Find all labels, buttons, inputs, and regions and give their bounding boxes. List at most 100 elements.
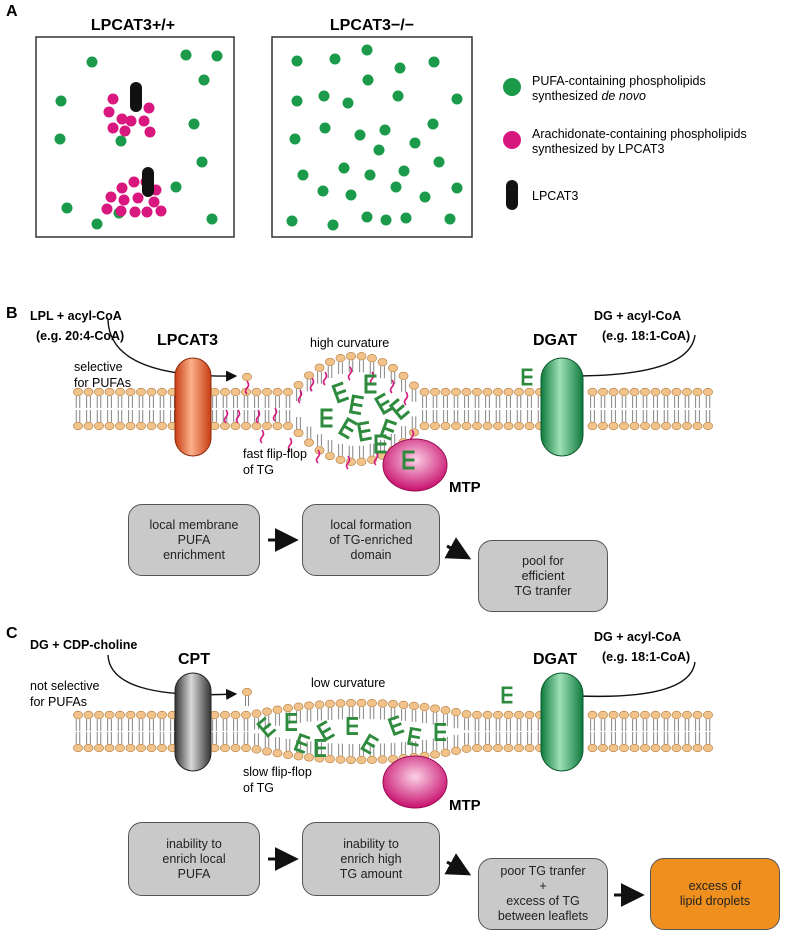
lipid-head — [472, 743, 482, 753]
lipid-head — [125, 421, 136, 431]
lipid-tail — [705, 396, 711, 408]
panel-a-dots — [54, 44, 463, 231]
lipid-tail — [506, 732, 511, 744]
lipid-head — [608, 387, 619, 397]
lipid-tail — [380, 743, 385, 756]
lipid-head — [482, 421, 493, 431]
b-right-enzyme: DGAT — [533, 332, 577, 349]
lipid-head — [146, 743, 157, 753]
legend-pufa-line2-italic: de novo — [601, 89, 646, 103]
pufa-dot — [291, 95, 303, 107]
lipid-head — [157, 743, 167, 753]
tg-molecule-shape — [256, 716, 277, 738]
lipid-tail — [401, 742, 406, 755]
lipid-head — [608, 743, 619, 753]
membrane-c — [73, 654, 713, 809]
lipid-head — [430, 387, 440, 397]
arachidonate-dot — [118, 194, 130, 206]
tg-molecule-shape — [320, 408, 333, 428]
lipid-tail — [464, 410, 469, 422]
lipid-tail — [401, 708, 406, 721]
c-left-note-1: not selective — [30, 679, 100, 693]
lipid-head — [598, 710, 608, 720]
lipid-tail — [453, 410, 459, 422]
lipid-tail — [516, 732, 522, 744]
lipid-tail — [621, 719, 627, 731]
tg-molecule — [348, 394, 364, 416]
lipid-head — [94, 743, 104, 753]
lipid-tail — [632, 396, 637, 408]
lipid-head — [230, 387, 241, 397]
lipid-head — [115, 743, 125, 753]
lipid-tail — [632, 719, 637, 731]
lipid-head — [692, 710, 703, 720]
lipid-tail — [411, 416, 417, 429]
panel-a-label: A — [6, 3, 18, 20]
lipid-tail — [485, 732, 490, 744]
lipid-tail — [348, 445, 354, 458]
lipid-head — [398, 700, 409, 709]
lipid-head — [650, 387, 661, 397]
lipid-tail — [138, 396, 144, 408]
pufa-dot — [394, 62, 406, 74]
tg-molecule — [374, 434, 387, 454]
lipid-tail — [527, 732, 532, 744]
lipid-tail — [170, 732, 175, 744]
legend-pufa-line2-plain: synthesized — [532, 89, 601, 103]
lipid-head — [671, 421, 682, 431]
lipid-tail — [684, 410, 690, 422]
b-mtp-label: MTP — [449, 479, 481, 496]
lipid-tail — [632, 732, 637, 744]
pufa-dot — [61, 202, 73, 214]
lipid-tail — [674, 719, 679, 731]
lipid-tail — [138, 410, 144, 422]
lipid-head — [650, 743, 661, 753]
arachidonate-dot — [105, 191, 117, 203]
pufa-dot — [427, 118, 439, 130]
tg-molecule — [373, 392, 394, 415]
lipid-head — [157, 710, 167, 720]
lipid-tail — [600, 732, 606, 744]
lipid-head — [703, 387, 713, 397]
pufa-tail — [287, 437, 293, 452]
lpcat3-enzyme — [174, 357, 212, 457]
lipid-head — [451, 746, 461, 755]
lipid-head — [241, 710, 251, 720]
lipid-head — [682, 710, 692, 720]
lipid-head — [608, 421, 619, 431]
c-flip-1: slow flip-flop — [243, 765, 312, 779]
lipid-tail — [369, 443, 375, 456]
lipid-head — [367, 699, 377, 708]
arachidonate-dot — [125, 115, 137, 127]
lipid-head — [587, 710, 598, 720]
lipid-head — [104, 710, 115, 720]
pufa-tail — [244, 380, 250, 395]
lipid-tail — [411, 709, 417, 722]
lipid-tail — [453, 734, 459, 747]
lipid-head — [703, 743, 713, 753]
lipid-tail — [338, 443, 343, 456]
lipid-head — [482, 710, 493, 720]
pufa-dot — [86, 56, 98, 68]
tg-molecule-shape — [521, 368, 533, 386]
pufa-dot — [329, 53, 341, 65]
lipid-tail — [348, 743, 354, 756]
lipid-tail — [705, 719, 711, 731]
lipid-tail — [663, 719, 669, 731]
lipid-head — [472, 387, 482, 397]
lipid-tail — [527, 396, 532, 408]
lipid-head — [157, 387, 167, 397]
tg-molecule — [402, 450, 415, 470]
tg-molecule — [320, 408, 333, 428]
lipid-tail — [254, 733, 259, 746]
lpcat3-marker — [142, 167, 154, 197]
pufa-dot — [180, 49, 192, 61]
pufa-tail — [255, 409, 261, 424]
lipid-tail — [243, 410, 249, 422]
lipid-head — [125, 743, 136, 753]
lipid-tail — [453, 716, 459, 729]
c-mtp-label: MTP — [449, 797, 481, 814]
lipid-head — [587, 387, 598, 397]
pufa-dot — [338, 162, 350, 174]
